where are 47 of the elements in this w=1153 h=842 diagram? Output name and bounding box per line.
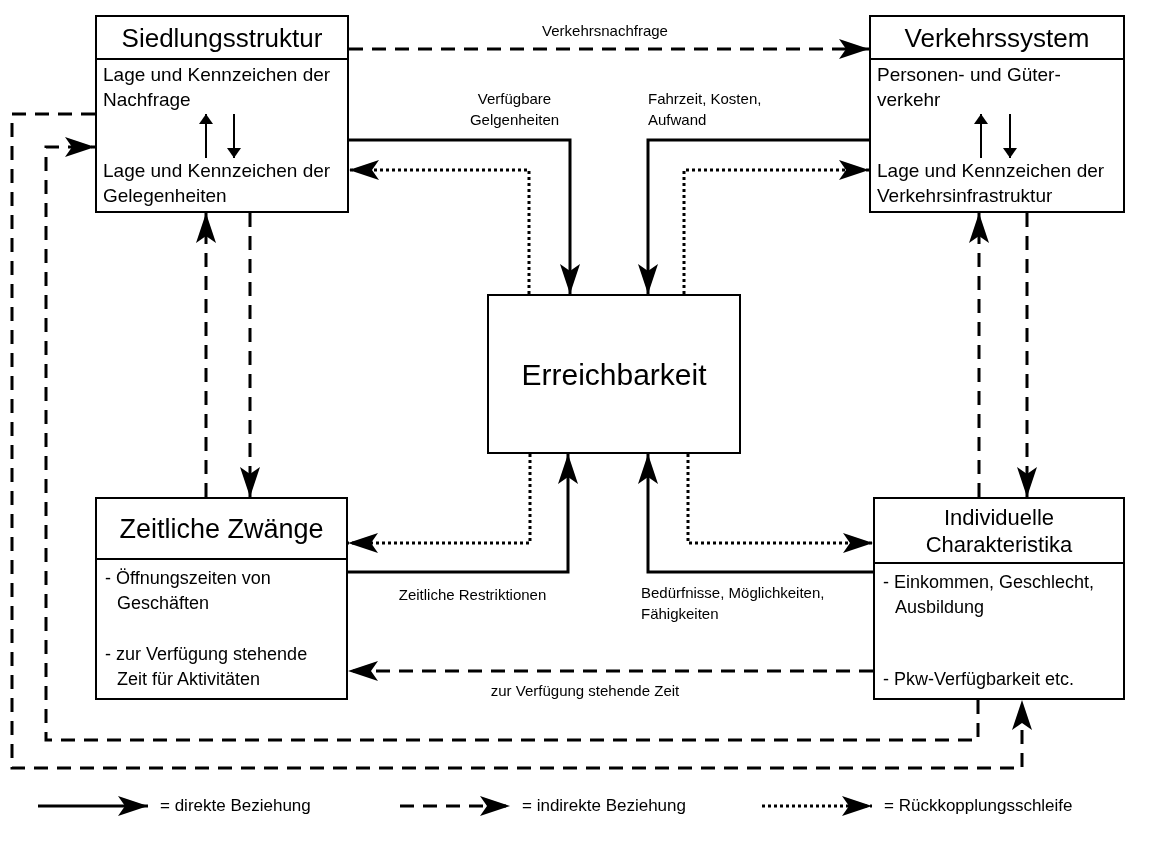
box-text: Personen- und Güter- verkehr <box>877 63 1062 112</box>
arrow <box>199 113 213 159</box>
arrow <box>349 138 580 294</box>
edge-label: Verkehrsnachfrage <box>541 21 669 41</box>
node-title: Siedlungsstruktur <box>121 22 323 53</box>
arrow <box>686 454 873 553</box>
edge-label: Fahrzeit, Kosten, Aufwand <box>648 89 763 130</box>
legend-text: = indirekte Beziehung <box>522 795 686 817</box>
arrow <box>240 213 260 497</box>
edge-label: zur Verfügung stehende Zeit <box>489 681 681 701</box>
box-text: Lage und Kennzeichen der Verkehrsinfrastruktur <box>877 159 1106 208</box>
arrow <box>348 454 532 553</box>
arrow <box>227 113 241 159</box>
list-item: - Pkw-Verfügbarkeit etc. <box>882 668 1076 691</box>
arrow <box>974 113 988 159</box>
edge-label: Zeitliche Restriktionen <box>397 585 548 605</box>
box-text: Lage und Kennzeichen der Gelegenheiten <box>103 159 331 208</box>
arrow <box>348 661 873 681</box>
legend-text: = Rückkopplungsschleife <box>884 795 1073 817</box>
list-item: - Einkommen, Geschlecht, Ausbildung <box>882 571 1096 619</box>
edge-label: Bedürfnisse, Möglichkeiten, Fähigkeiten <box>641 583 826 624</box>
node-title: Erreichbarkeit <box>521 356 707 393</box>
arrow <box>638 454 873 574</box>
node-title: Individuelle Charakteristika <box>924 503 1074 558</box>
box-text: Lage und Kennzeichen der Nachfrage <box>103 63 331 112</box>
arrow <box>196 213 216 497</box>
arrow <box>348 454 578 574</box>
arrow <box>969 213 989 497</box>
node-box <box>873 497 1125 700</box>
node-box <box>95 15 349 213</box>
arrow <box>349 39 869 59</box>
arrow <box>638 138 869 294</box>
node-box <box>869 15 1125 213</box>
node-title: Zeitliche Zwänge <box>119 513 324 544</box>
arrow <box>10 112 1032 770</box>
list-item: - zur Verfügung stehende Zeit für Aktivitäten <box>104 643 309 691</box>
node-box <box>487 294 741 454</box>
node-title: Verkehrssystem <box>904 22 1090 53</box>
legend-text: = direkte Beziehung <box>160 795 311 817</box>
arrow <box>1017 213 1037 497</box>
arrow <box>682 160 869 294</box>
arrow <box>349 160 531 294</box>
list-item: - Öffnungszeiten von Geschäften <box>104 567 272 615</box>
edge-label: Verfügbare Gelgenheiten <box>468 89 561 130</box>
arrow <box>44 137 980 742</box>
node-box <box>95 497 348 700</box>
arrow <box>1003 113 1017 159</box>
